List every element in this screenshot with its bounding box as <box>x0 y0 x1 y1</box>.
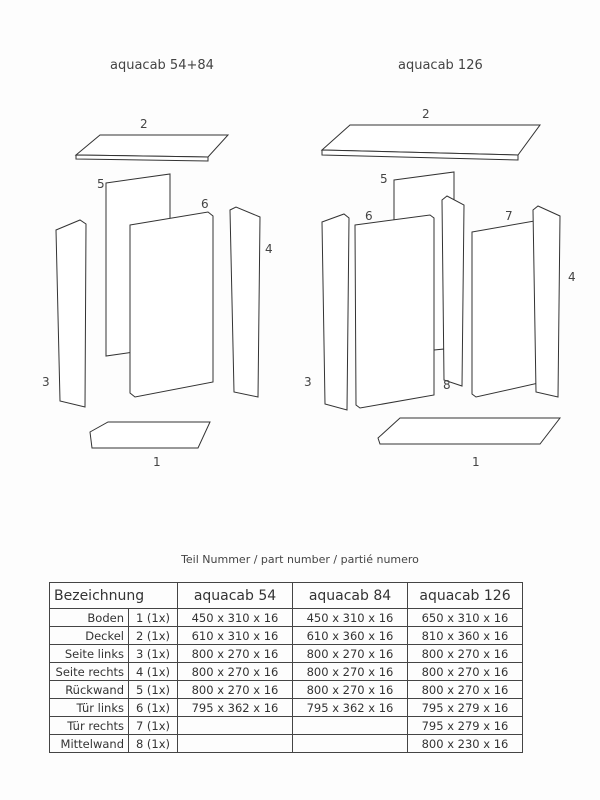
cell-a126: 800 x 270 x 16 <box>407 662 523 681</box>
label-3: 3 <box>42 375 50 389</box>
cell-num: 7 (1x) <box>128 716 178 735</box>
cell-num: 1 (1x) <box>128 608 178 627</box>
cell-num: 8 (1x) <box>128 734 178 753</box>
title-right: aquacab 126 <box>398 58 483 73</box>
cell-name: Seite rechts <box>49 662 129 681</box>
cell-a126: 795 x 279 x 16 <box>407 698 523 717</box>
cell-a54: 795 x 362 x 16 <box>177 698 293 717</box>
cell-a126: 810 x 360 x 16 <box>407 626 523 645</box>
panel-3-left <box>321 213 350 411</box>
label-1: 1 <box>153 455 161 469</box>
parts-table: Bezeichnung aquacab 54 aquacab 84 aquaca… <box>49 582 523 753</box>
cell-num: 2 (1x) <box>128 626 178 645</box>
cell-num: 5 (1x) <box>128 680 178 699</box>
cell-name: Boden <box>49 608 129 627</box>
cell-a84: 800 x 270 x 16 <box>292 680 408 699</box>
header-aquacab-54: aquacab 54 <box>177 582 293 609</box>
cell-name: Tür links <box>49 698 129 717</box>
cell-a84: 450 x 310 x 16 <box>292 608 408 627</box>
label-4: 4 <box>265 242 273 256</box>
cell-a126: 795 x 279 x 16 <box>407 716 523 735</box>
cell-a84 <box>292 734 408 753</box>
panel-1-bottom <box>377 417 562 445</box>
cell-a126: 650 x 310 x 16 <box>407 608 523 627</box>
cell-name: Mittelwand <box>49 734 129 753</box>
cell-name: Seite links <box>49 644 129 663</box>
cell-a54: 610 x 310 x 16 <box>177 626 293 645</box>
label-7: 7 <box>505 209 513 223</box>
cell-a54: 800 x 270 x 16 <box>177 644 293 663</box>
cell-name: Deckel <box>49 626 129 645</box>
cell-num: 3 (1x) <box>128 644 178 663</box>
title-left: aquacab 54+84 <box>110 58 214 73</box>
panel-4-right <box>532 205 561 398</box>
cell-a84: 795 x 362 x 16 <box>292 698 408 717</box>
exploded-diagrams <box>55 124 562 449</box>
cell-num: 6 (1x) <box>128 698 178 717</box>
cell-a84: 610 x 360 x 16 <box>292 626 408 645</box>
cell-a54: 800 x 270 x 16 <box>177 662 293 681</box>
cell-a84: 800 x 270 x 16 <box>292 662 408 681</box>
cell-a126: 800 x 270 x 16 <box>407 644 523 663</box>
header-aquacab-84: aquacab 84 <box>292 582 408 609</box>
cell-name: Tür rechts <box>49 716 129 735</box>
label-4: 4 <box>568 270 576 284</box>
cell-a54: 800 x 270 x 16 <box>177 680 293 699</box>
panel-1-bottom <box>89 421 211 449</box>
diagram-right <box>320 124 562 445</box>
header-aquacab-126: aquacab 126 <box>407 582 523 609</box>
cell-a54 <box>177 716 293 735</box>
label-6: 6 <box>201 197 209 211</box>
cell-a54: 450 x 310 x 16 <box>177 608 293 627</box>
header-bezeichnung: Bezeichnung <box>49 582 178 609</box>
cell-a84 <box>292 716 408 735</box>
label-1: 1 <box>472 455 480 469</box>
label-3: 3 <box>304 375 312 389</box>
cell-a84: 800 x 270 x 16 <box>292 644 408 663</box>
panel-6-door <box>354 214 435 409</box>
cell-name: Rückwand <box>49 680 129 699</box>
label-2: 2 <box>140 117 148 131</box>
panel-6-door <box>129 211 214 398</box>
label-2: 2 <box>422 107 430 121</box>
panel-2-top <box>74 134 230 158</box>
cell-num: 4 (1x) <box>128 662 178 681</box>
panel-4-right <box>229 206 261 398</box>
cell-a126: 800 x 230 x 16 <box>407 734 523 753</box>
cell-a54 <box>177 734 293 753</box>
label-5: 5 <box>380 172 388 186</box>
label-6: 6 <box>365 209 373 223</box>
label-8: 8 <box>443 378 451 392</box>
cell-a126: 800 x 270 x 16 <box>407 680 523 699</box>
label-5: 5 <box>97 177 105 191</box>
panel-3-left <box>55 219 87 408</box>
table-caption: Teil Nummer / part number / partié numer… <box>181 553 419 566</box>
panel-8-middle <box>441 195 465 387</box>
table-header-row: Bezeichnung aquacab 54 aquacab 84 aquaca… <box>49 582 523 609</box>
diagram-left <box>55 134 261 449</box>
